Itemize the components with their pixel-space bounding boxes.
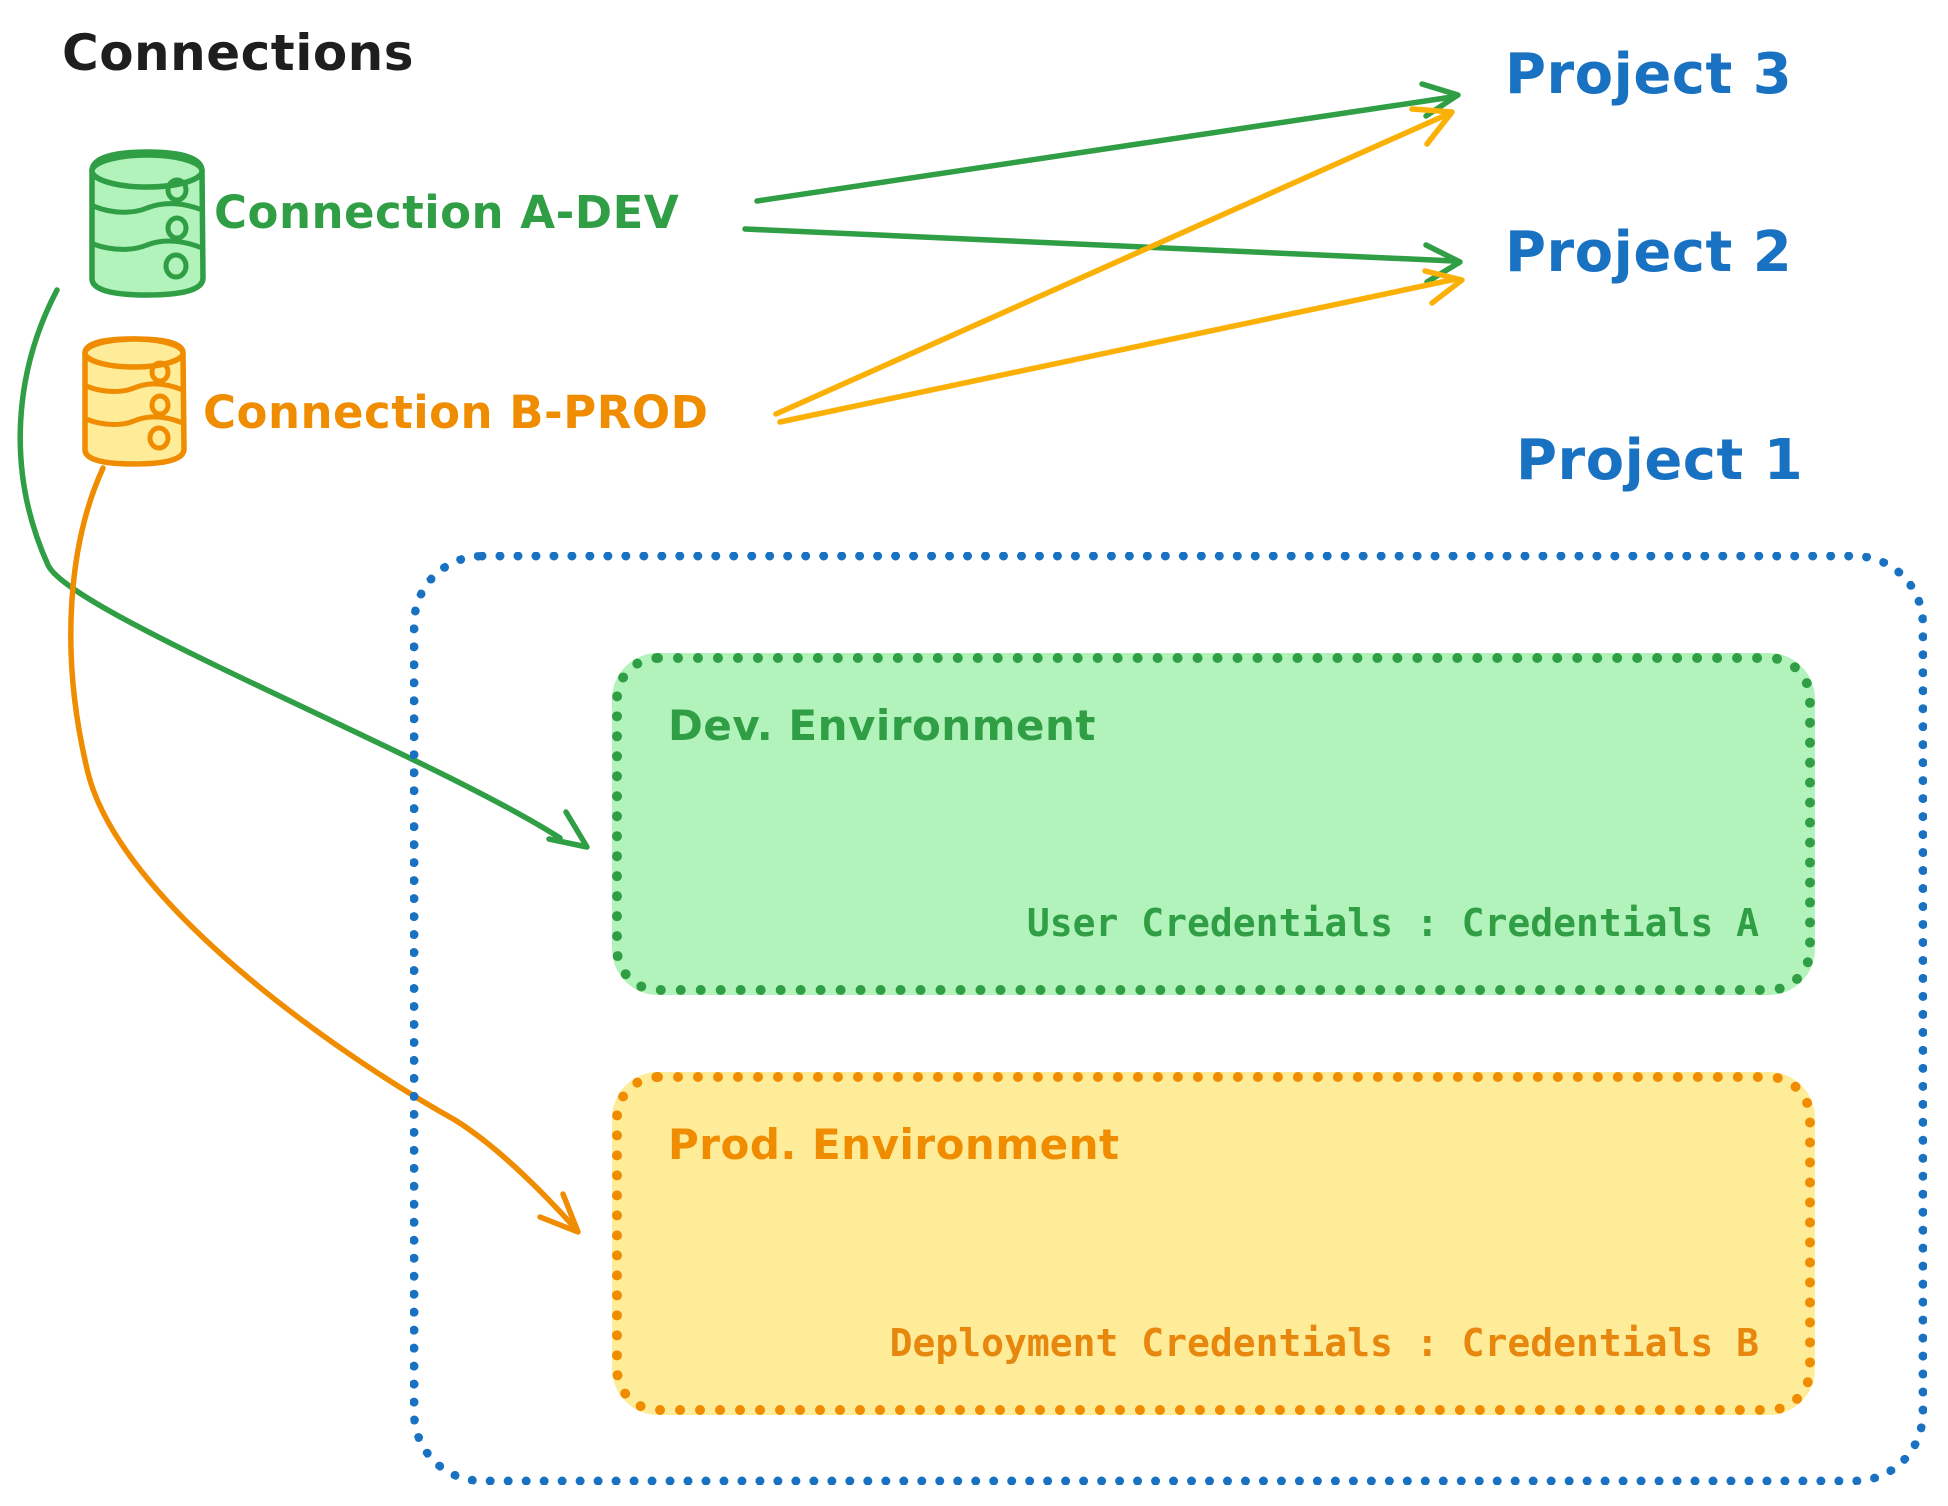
prod-environment-box: Prod. Environment Deployment Credentials… — [612, 1072, 1815, 1415]
dev-environment-credentials: User Credentials : Credentials A — [1026, 901, 1759, 945]
connection-b-prod-label: Connection B-PROD — [203, 386, 709, 439]
arrow-b-prod-to-project-3 — [773, 106, 1455, 417]
prod-environment-credentials: Deployment Credentials : Credentials B — [889, 1321, 1759, 1365]
dev-environment-box: Dev. Environment User Credentials : Cred… — [612, 653, 1815, 995]
arrow-a-dev-to-project-3 — [754, 81, 1461, 204]
database-icon-prod — [82, 336, 187, 467]
connection-a-dev-label: Connection A-DEV — [214, 186, 680, 239]
project-1-container — [410, 552, 1927, 1485]
arrow-b-prod-to-project-2 — [777, 268, 1465, 425]
project-1-label: Project 1 — [1516, 428, 1804, 493]
diagram-title: Connections — [62, 24, 415, 82]
database-icon-dev — [89, 149, 206, 298]
project-3-label: Project 3 — [1505, 42, 1793, 107]
arrow-a-dev-to-project-2 — [742, 226, 1463, 285]
prod-environment-title: Prod. Environment — [668, 1120, 1120, 1169]
dev-environment-title: Dev. Environment — [668, 701, 1096, 750]
project-2-label: Project 2 — [1505, 220, 1793, 285]
